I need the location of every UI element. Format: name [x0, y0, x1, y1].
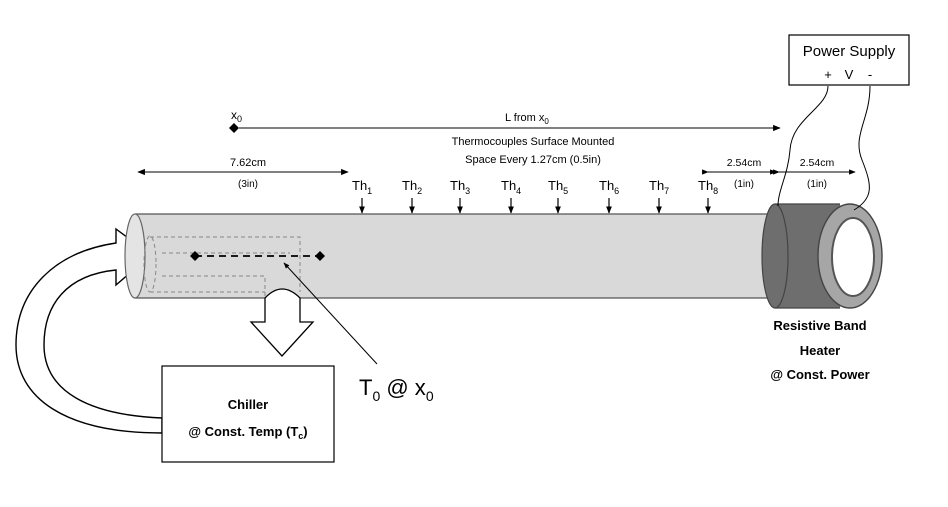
dimension-left-in: (3in) — [238, 179, 258, 190]
dimension-mid-cm: 2.54cm — [727, 157, 762, 169]
power-plus-terminal: + — [824, 67, 832, 82]
t0-label: T0 @ x0 — [359, 375, 434, 404]
dimension-right-cm: 2.54cm — [800, 157, 835, 169]
thermocouple-label-2: Th2 — [402, 178, 422, 196]
chiller-well — [143, 235, 301, 298]
heater-label-line2: Heater — [800, 343, 840, 358]
coolant-outlet-arrow — [249, 288, 315, 357]
power-supply-box — [788, 34, 910, 86]
power-supply-label: Power Supply — [803, 43, 896, 60]
dimension-mid-in: (1in) — [734, 179, 754, 190]
dimension-left-cm: 7.62cm — [230, 157, 266, 169]
power-voltage-label: V — [845, 67, 854, 82]
dimension-right-in: (1in) — [807, 179, 827, 190]
negative-lead-wire — [853, 85, 871, 211]
chiller-condition: @ Const. Temp (Tc) — [188, 424, 307, 441]
thermocouple-label-7: Th7 — [649, 178, 669, 196]
thermocouple-label-5: Th5 — [548, 178, 568, 196]
thermocouple-label-4: Th4 — [501, 178, 521, 196]
rod — [124, 213, 767, 299]
length-label: L from x0 — [505, 112, 549, 126]
x0-marker — [229, 123, 239, 133]
positive-lead-wire — [777, 85, 829, 207]
power-minus-terminal: - — [868, 67, 872, 82]
heater-label-line1: Resistive Band — [773, 318, 866, 333]
thermocouple-group: Th1 Th2 Th3 Th4 Th5 Th6 Th7 Th8 — [352, 178, 718, 214]
thermocouple-label-1: Th1 — [352, 178, 372, 196]
x0-label: x0 — [231, 108, 242, 124]
thermocouple-note-line1: Thermocouples Surface Mounted — [452, 136, 615, 148]
thermocouple-label-6: Th6 — [599, 178, 619, 196]
resistive-band-heater — [761, 203, 883, 309]
thermocouple-label-3: Th3 — [450, 178, 470, 196]
probe-left-point — [190, 251, 200, 261]
chiller-box — [161, 365, 335, 463]
thermocouple-label-8: Th8 — [698, 178, 718, 196]
probe-right-point — [315, 251, 325, 261]
chiller-title: Chiller — [228, 397, 268, 412]
thermocouple-note-line2: Space Every 1.27cm (0.5in) — [465, 154, 601, 166]
t0-pointer-line — [283, 262, 378, 365]
heater-label-line3: @ Const. Power — [770, 367, 869, 382]
